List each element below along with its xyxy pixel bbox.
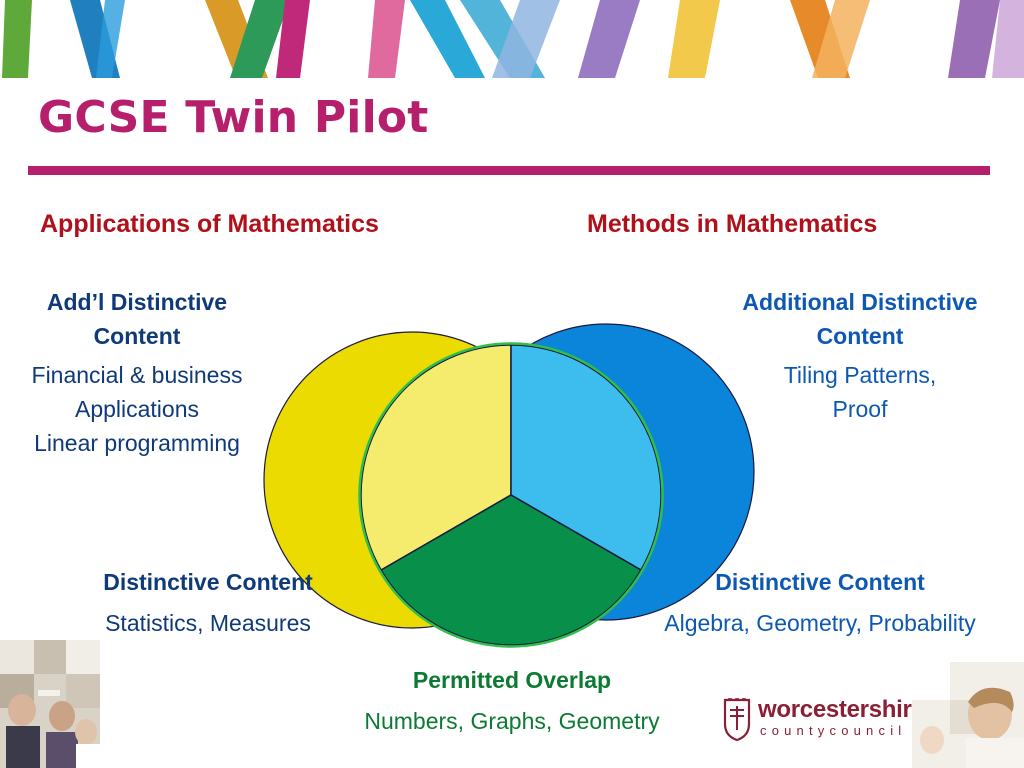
additional-left-body-3: Linear programming xyxy=(34,430,240,456)
distinctive-left-heading: Distinctive Content xyxy=(103,569,313,595)
distinctive-right-body: Algebra, Geometry, Probability xyxy=(664,610,976,636)
additional-left-heading-1: Add’l Distinctive xyxy=(46,289,228,315)
additional-right-heading-2: Content xyxy=(816,323,904,349)
overlap-blue-sector xyxy=(510,344,662,572)
council-crest-icon xyxy=(723,698,751,742)
additional-right-heading-1: Additional Distinctive xyxy=(742,289,978,315)
distinctive-content-left: Distinctive Content Statistics, Measures xyxy=(70,564,346,640)
additional-left-body-2: Applications xyxy=(74,396,200,422)
permitted-overlap-body: Numbers, Graphs, Geometry xyxy=(364,708,660,734)
additional-left-heading-2: Content xyxy=(93,323,181,349)
distinctive-content-right: Distinctive Content Algebra, Geometry, P… xyxy=(620,564,1020,640)
additional-content-right: Additional Distinctive Content Tiling Pa… xyxy=(700,284,1020,426)
decorative-banner xyxy=(0,0,1024,78)
additional-content-left: Add’l Distinctive Content Financial & bu… xyxy=(6,284,268,460)
classroom-photo-left xyxy=(0,640,100,768)
venn-diagram xyxy=(263,323,755,648)
additional-right-body-1: Tiling Patterns, xyxy=(783,362,937,388)
overlap-yellow-sector xyxy=(360,344,512,572)
overlap-outline xyxy=(358,342,664,648)
permitted-overlap-heading: Permitted Overlap xyxy=(412,667,612,693)
distinctive-left-body: Statistics, Measures xyxy=(105,610,311,636)
logo-name: worcestershire xyxy=(758,696,925,723)
page-title: GCSE Twin Pilot xyxy=(38,92,429,143)
additional-right-body-2: Proof xyxy=(832,396,888,422)
title-divider xyxy=(28,166,990,175)
logo-subtitle: countycouncil xyxy=(760,723,907,738)
distinctive-right-heading: Distinctive Content xyxy=(715,569,925,595)
heading-applications: Applications of Mathematics xyxy=(40,210,379,238)
additional-left-body-1: Financial & business xyxy=(31,362,243,388)
overlap-green-sector xyxy=(380,494,642,646)
heading-methods: Methods in Mathematics xyxy=(587,210,878,238)
classroom-photo-right xyxy=(912,662,1024,768)
permitted-overlap: Permitted Overlap Numbers, Graphs, Geome… xyxy=(312,662,712,738)
worcestershire-logo: worcestershire countycouncil xyxy=(722,696,925,746)
